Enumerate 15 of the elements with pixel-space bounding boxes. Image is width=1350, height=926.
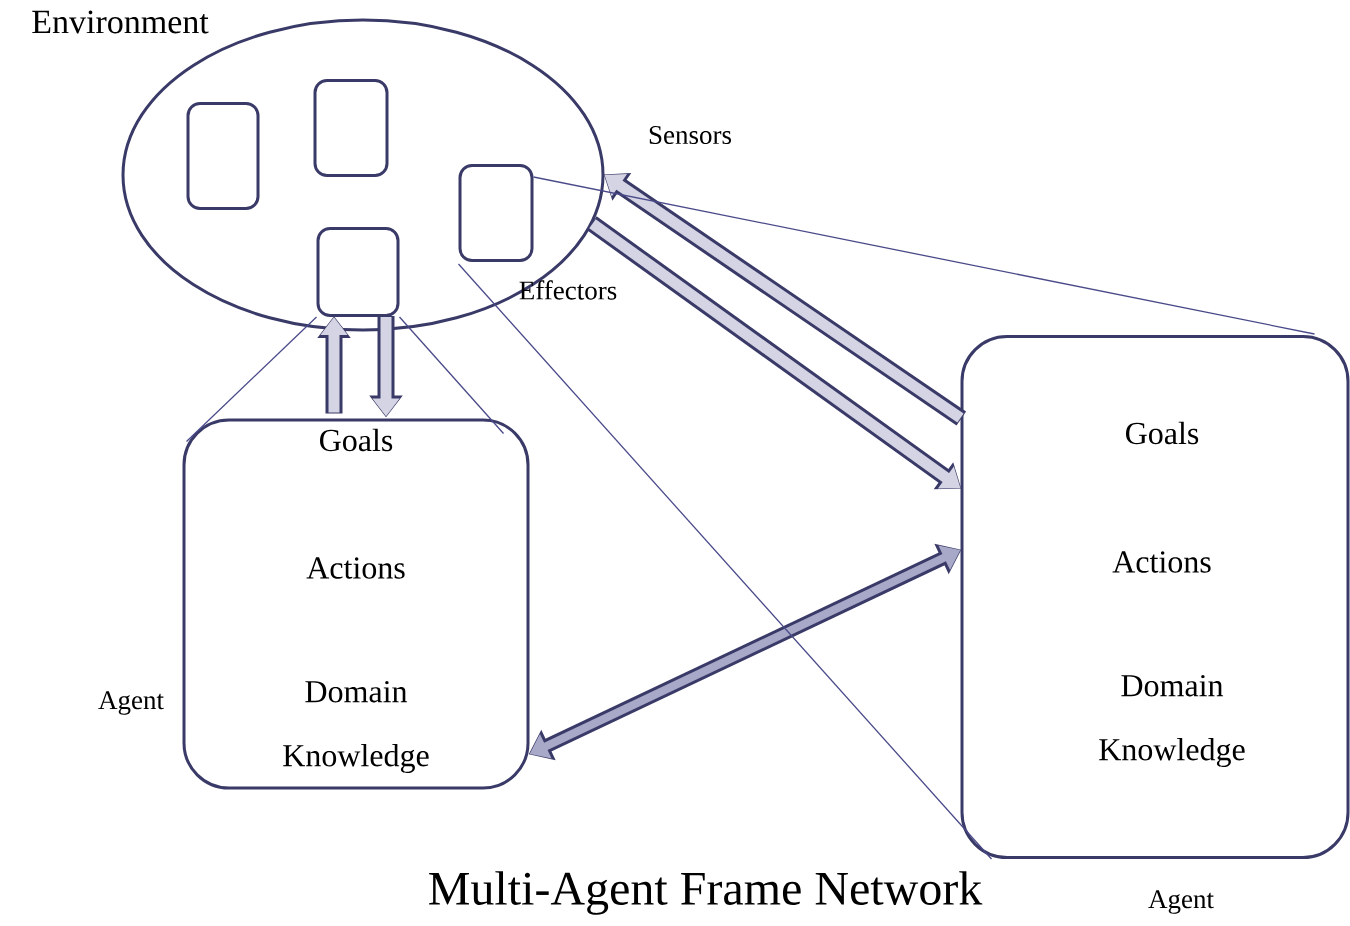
agent-label: Agent [1148, 890, 1214, 914]
rounded-box [458, 164, 534, 262]
text-label: Effectors [519, 280, 617, 300]
connector-line [532, 176, 1316, 335]
rounded-box [186, 102, 260, 210]
rounded-box [316, 227, 400, 317]
connector-line [457, 263, 993, 860]
agent-box: Goals Actions Domain Knowledge [182, 418, 530, 790]
connector-line [398, 316, 505, 435]
rounded-box [313, 79, 389, 177]
agent-box: Goals Actions Domain Knowledge [960, 335, 1350, 859]
connector-line [185, 316, 318, 443]
text-label: Sensors [649, 125, 732, 145]
agent-label: Agent [98, 691, 164, 715]
title: Multi-Agent Frame Network [429, 871, 983, 915]
